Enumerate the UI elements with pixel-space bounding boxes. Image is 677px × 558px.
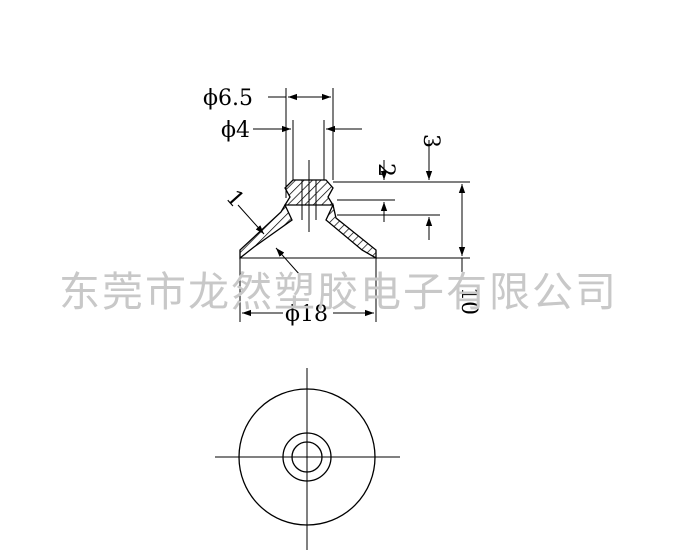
top-plan-view bbox=[215, 368, 400, 550]
dim-inner-hole-diameter: ϕ4 bbox=[221, 118, 362, 143]
side-section-view bbox=[239, 88, 470, 322]
dim-label-wall-thickness: 1 bbox=[221, 186, 249, 213]
dim-base-diameter: ϕ18 bbox=[242, 302, 374, 327]
dim-label-outer-neck-diameter: ϕ6.5 bbox=[203, 86, 253, 111]
dim-total-height: 10 bbox=[456, 184, 481, 315]
dim-label-total-height: 10 bbox=[456, 287, 481, 315]
dim-label-top-offset: 3 bbox=[418, 134, 443, 148]
dim-top-offset: 3 bbox=[418, 134, 443, 240]
dim-outer-neck-diameter: ϕ6.5 bbox=[203, 86, 331, 111]
dim-label-base-diameter: ϕ18 bbox=[285, 302, 328, 327]
dim-label-inner-hole-diameter: ϕ4 bbox=[221, 118, 250, 143]
dim-label-neck-height: 2 bbox=[373, 163, 398, 177]
dim-neck-height: 2 bbox=[373, 160, 398, 222]
